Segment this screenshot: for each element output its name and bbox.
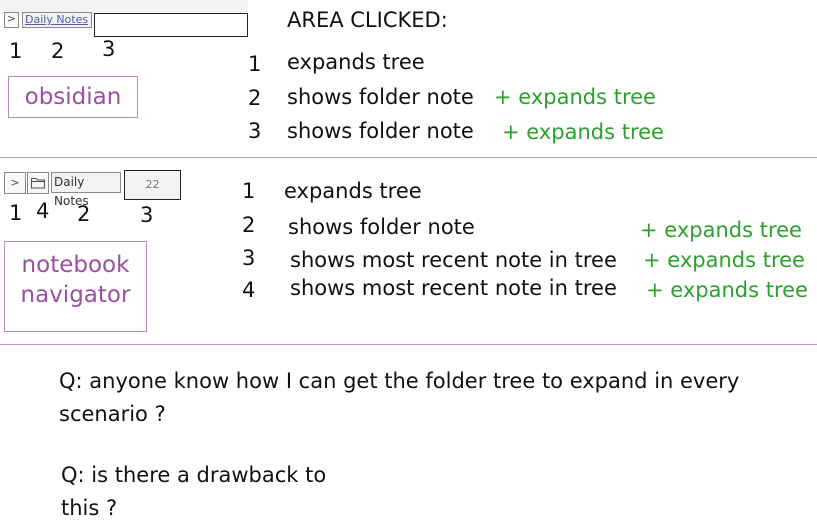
obsidian-folder-name[interactable]: Daily Notes — [22, 12, 92, 28]
chevron-right-icon: > — [10, 176, 20, 189]
obsidian-area-label-1: 1 — [9, 39, 23, 63]
obsidian-folder-row-empty-area[interactable] — [94, 13, 248, 37]
obsidian-row-num: 3 — [248, 119, 262, 143]
nn-row-extra: + expands tree — [640, 218, 802, 242]
obsidian-row-action: shows folder note — [287, 85, 474, 109]
question-1-line2: scenario ? — [59, 402, 166, 426]
obsidian-row-action: expands tree — [287, 50, 425, 74]
nn-area-label-2: 2 — [77, 202, 91, 226]
nn-row-extra: + expands tree — [643, 248, 805, 272]
nn-row-action: shows most recent note in tree — [290, 276, 617, 300]
obsidian-legend-box: obsidian — [8, 76, 138, 118]
obsidian-area-label-3: 3 — [102, 37, 116, 61]
obsidian-row-num: 2 — [248, 86, 262, 110]
section-divider — [0, 344, 817, 345]
folder-name-label: Daily Notes — [54, 175, 89, 208]
nn-note-count[interactable]: 22 — [124, 170, 181, 200]
nn-folder-name[interactable]: Daily Notes — [51, 172, 121, 208]
nn-area-label-1: 1 — [9, 201, 23, 225]
nn-row-num: 3 — [242, 246, 256, 270]
nn-row-action: shows most recent note in tree — [290, 248, 617, 272]
nn-legend-line2: navigator — [20, 281, 131, 308]
obsidian-expand-chevron-icon[interactable]: > — [4, 12, 19, 28]
obsidian-row-extra: + expands tree — [502, 120, 664, 144]
section-divider — [0, 157, 817, 158]
nn-row-num: 1 — [242, 179, 256, 203]
note-count-label: 22 — [145, 178, 160, 191]
nn-row-extra: + expands tree — [646, 278, 808, 302]
chevron-right-icon: > — [6, 12, 17, 25]
nn-row-num: 2 — [242, 213, 256, 237]
obsidian-row-num: 1 — [248, 52, 262, 76]
obsidian-area-label-2: 2 — [51, 39, 65, 63]
obsidian-row-extra: + expands tree — [494, 85, 656, 109]
nn-legend-box: notebook navigator — [4, 241, 147, 332]
nn-folder-icon[interactable] — [27, 172, 49, 194]
question-1-line1: Q: anyone know how I can get the folder … — [59, 369, 740, 393]
obsidian-legend-text: obsidian — [24, 84, 122, 110]
question-2-line2: this ? — [61, 496, 118, 520]
nn-row-num: 4 — [242, 278, 256, 302]
nn-legend-line1: notebook — [21, 252, 130, 278]
nn-area-label-3: 3 — [140, 203, 154, 227]
area-clicked-header: AREA CLICKED: — [287, 8, 448, 32]
obsidian-row-action: shows folder note — [287, 119, 474, 143]
nn-row-action: shows folder note — [288, 215, 475, 239]
nn-area-label-4: 4 — [36, 199, 50, 223]
folder-name-label: Daily Notes — [25, 13, 89, 26]
nn-row-action: expands tree — [284, 179, 422, 203]
obsidian-folder-row-bg — [0, 0, 248, 14]
nn-expand-chevron-icon[interactable]: > — [4, 172, 26, 194]
question-2-line1: Q: is there a drawback to — [61, 463, 327, 487]
